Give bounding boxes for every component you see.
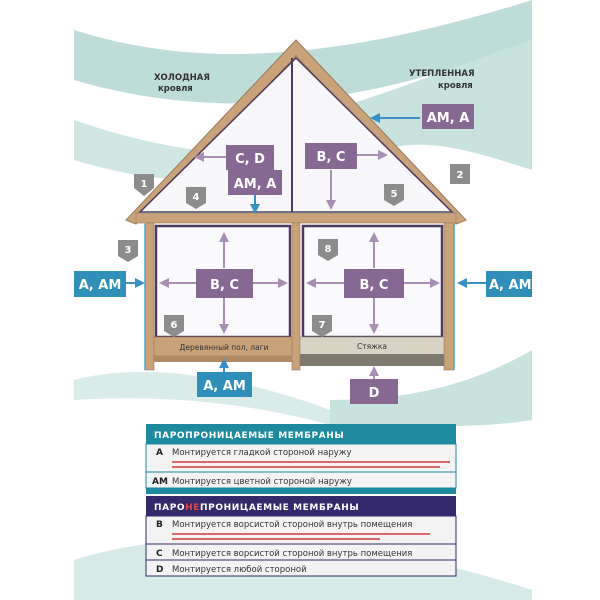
legend-impermeable: ПАРОНЕПРОНИЦАЕМЫЕ МЕМБРАНЫ В Монтируется… — [145, 496, 457, 577]
legend-row-d-text: Монтируется любой стороной — [172, 565, 307, 575]
svg-text:В, С: В, С — [210, 278, 239, 293]
legend-impermeable-title: ПАРОНЕПРОНИЦАЕМЫЕ МЕМБРАНЫ — [154, 503, 359, 513]
svg-text:С, D: С, D — [235, 152, 265, 167]
marker-5: 5 — [384, 184, 404, 206]
box-am-a-attic: АМ, А — [228, 170, 282, 195]
right-room-arrows — [306, 232, 440, 334]
roof-outer — [125, 39, 467, 225]
left-wall — [144, 222, 155, 371]
svg-text:D: D — [369, 386, 380, 401]
svg-text:А, АМ: А, АМ — [203, 379, 246, 394]
box-a-am-bottom: А, АМ — [197, 372, 252, 397]
legend-row-d-code: D — [156, 565, 163, 575]
svg-text:4: 4 — [193, 192, 200, 203]
svg-text:6: 6 — [171, 320, 178, 331]
legend-row-c-text: Монтируется ворсистой стороной внутрь по… — [172, 549, 412, 559]
left-room-arrows — [159, 232, 288, 334]
box-am-a-right: АМ, А — [422, 104, 474, 129]
screed-label: Стяжка — [357, 342, 387, 351]
legend-row-b-text: Монтируется ворсистой стороной внутрь по… — [172, 520, 412, 530]
center-wall — [291, 222, 301, 371]
warm-roof-label: УТЕПЛЕННАЯ — [409, 69, 475, 79]
legend-row-a-code: А — [156, 448, 163, 458]
box-b-c-left-room: В, С — [196, 269, 253, 298]
warm-roof-sublabel: кровля — [438, 81, 473, 91]
svg-text:3: 3 — [125, 245, 132, 256]
attic-inner — [138, 56, 454, 213]
box-c-d: С, D — [226, 145, 274, 170]
box-b-c-right-room: В, С — [344, 269, 404, 298]
svg-text:АМ, А: АМ, А — [234, 177, 277, 192]
svg-text:2: 2 — [457, 170, 464, 181]
svg-text:В, С: В, С — [317, 150, 346, 165]
right-wall — [443, 222, 455, 371]
cold-roof-sublabel: кровля — [158, 84, 193, 94]
svg-text:1: 1 — [141, 179, 148, 190]
legend-row-c-code: С — [156, 549, 163, 559]
svg-text:В, С: В, С — [360, 278, 389, 293]
marker-8: 8 — [318, 239, 338, 261]
legend-row-a-text: Монтируется гладкой стороной наружу — [172, 448, 352, 458]
box-d-bottom: D — [350, 379, 398, 404]
svg-text:8: 8 — [325, 244, 332, 255]
cold-roof-label: ХОЛОДНАЯ — [154, 73, 210, 83]
legend-permeable-title: ПАРОПРОНИЦАЕМЫЕ МЕМБРАНЫ — [154, 431, 344, 441]
svg-text:5: 5 — [391, 189, 398, 200]
box-a-am-right: А, АМ — [486, 271, 532, 297]
box-b-c-attic: В, С — [305, 143, 357, 169]
wood-floor-label: Деревянный пол, лаги — [179, 343, 268, 352]
legend-row-am-text: Монтируется цветной стороной наружу — [172, 477, 352, 487]
legend-fine-print-b — [172, 533, 430, 540]
legend-permeable: ПАРОПРОНИЦАЕМЫЕ МЕМБРАНЫ А Монтируется г… — [145, 424, 457, 494]
marker-1: 1 — [134, 174, 154, 196]
ceiling-beam — [135, 212, 457, 224]
marker-6: 6 — [164, 315, 184, 337]
svg-text:7: 7 — [319, 320, 326, 331]
svg-text:АМ, А: АМ, А — [427, 111, 470, 126]
marker-3: 3 — [118, 240, 138, 262]
marker-2: 2 — [450, 164, 470, 184]
marker-4: 4 — [186, 187, 206, 209]
legend-row-b-code: В — [156, 520, 163, 530]
svg-text:А, АМ: А, АМ — [79, 278, 122, 293]
box-a-am-left: А, АМ — [74, 271, 126, 297]
svg-text:А, АМ: А, АМ — [489, 278, 532, 293]
legend-fine-print-a — [172, 461, 450, 468]
legend-row-am-code: АМ — [152, 477, 168, 487]
marker-7: 7 — [312, 315, 332, 337]
